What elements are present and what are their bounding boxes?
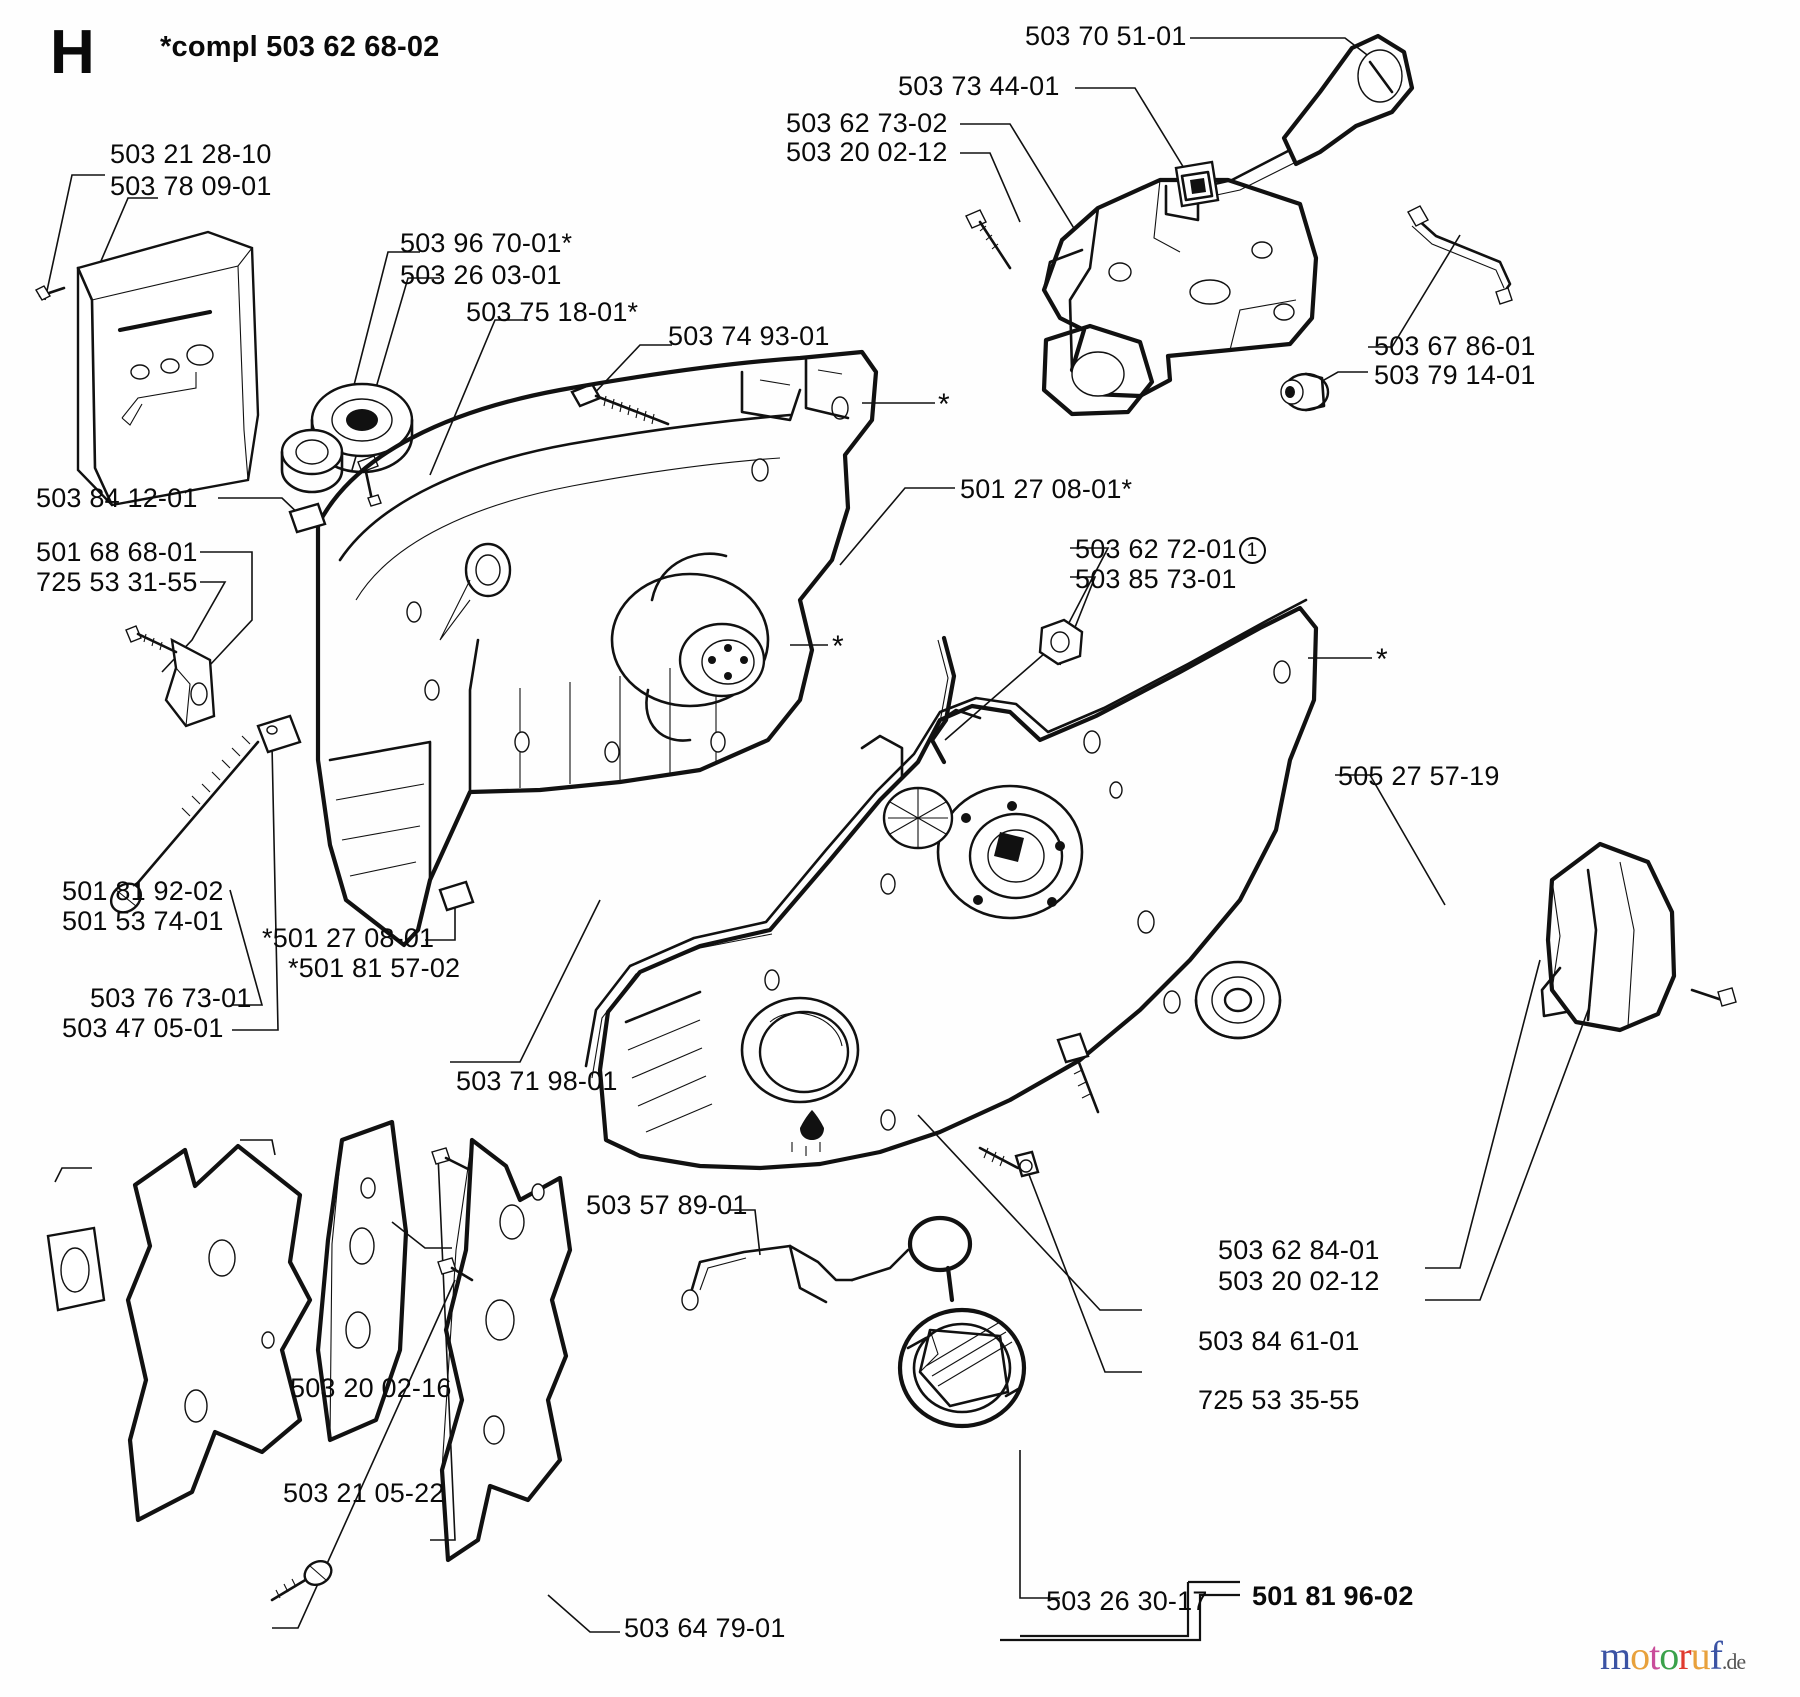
part-spike-503-64-79 bbox=[270, 1137, 573, 1602]
label-503-73-44-01: 503 73 44-01 bbox=[898, 71, 1060, 101]
label-503-62-84-01: 503 62 84-01 bbox=[1218, 1235, 1380, 1265]
label-503-85-73-01: 503 85 73-01 bbox=[1075, 564, 1237, 594]
callout-marker-1: 1 bbox=[1238, 537, 1266, 564]
part-screw-503-84-61 bbox=[1056, 1032, 1100, 1114]
part-bumper-spike-503-47-05 bbox=[46, 1143, 313, 1523]
label-505-27-57-19: 505 27 57-19 bbox=[1338, 761, 1500, 791]
part-chain-brake-cover bbox=[35, 230, 260, 507]
label-503-20-02-16: 503 20 02-16 bbox=[290, 1373, 452, 1403]
header-note: *compl 503 62 68-02 bbox=[160, 31, 440, 63]
part-top-cover-assembly bbox=[965, 177, 1319, 417]
part-brake-handle-503-70-51 bbox=[1174, 33, 1415, 208]
part-throttle-rod-503-57-89 bbox=[681, 1244, 910, 1311]
part-bolt-503-74-93 bbox=[570, 382, 670, 426]
label-503-78-09-01: 503 78 09-01 bbox=[110, 171, 272, 201]
watermark-text: motoruf.de bbox=[1600, 1633, 1746, 1678]
label-501-27-08-01-left: *501 27 08-01 bbox=[262, 923, 435, 953]
label-503-47-05-01: 503 47 05-01 bbox=[62, 1013, 224, 1043]
part-fuel-cap-503-26-30 bbox=[897, 1215, 1027, 1429]
label-503-64-79-01: 503 64 79-01 bbox=[624, 1613, 786, 1643]
label-503-57-89-01: 503 57 89-01 bbox=[586, 1190, 748, 1220]
part-pin-503-84-12 bbox=[288, 502, 327, 534]
part-pin-501-27-08-left bbox=[438, 880, 475, 912]
part-bearing-503-62-84 bbox=[1194, 960, 1282, 1040]
part-nut-503-85-73 bbox=[1038, 618, 1084, 666]
label-503-79-14-01: 503 79 14-01 bbox=[1374, 360, 1536, 390]
label-501-81-57-02: *501 81 57-02 bbox=[288, 953, 461, 983]
label-501-81-92-02: 501 81 92-02 bbox=[62, 876, 224, 906]
part-spring-503-62-72 bbox=[929, 635, 957, 765]
asterisk-marker-mid: * bbox=[832, 630, 844, 663]
part-cover-505-27-57-19 bbox=[1540, 841, 1737, 1033]
label-503-71-98-01: 503 71 98-01 bbox=[456, 1066, 618, 1096]
label-503-26-30-17: 503 26 30-17 bbox=[1046, 1586, 1208, 1616]
label-725-53-35-55: 725 53 35-55 bbox=[1198, 1385, 1360, 1415]
label-503-67-86-01: 503 67 86-01 bbox=[1374, 331, 1536, 361]
part-crankcase-half-left bbox=[315, 349, 879, 948]
label-725-53-31-55: 725 53 31-55 bbox=[36, 567, 198, 597]
label-503-84-61-01: 503 84 61-01 bbox=[1198, 1326, 1360, 1356]
part-rod-503-67-86 bbox=[1407, 205, 1513, 305]
label-503-62-72-01-text: 503 62 72-01 bbox=[1075, 534, 1237, 564]
part-bushing-503-79-14 bbox=[1280, 372, 1330, 412]
label-501-53-74-01: 501 53 74-01 bbox=[62, 906, 224, 936]
section-letter: H bbox=[50, 18, 95, 87]
part-clutch-bearing-group bbox=[280, 382, 414, 507]
label-503-76-73-01: 503 76 73-01 bbox=[90, 983, 252, 1013]
label-503-70-51-01: 503 70 51-01 bbox=[1025, 21, 1187, 51]
label-503-20-02-12-right: 503 20 02-12 bbox=[1218, 1266, 1380, 1296]
label-503-26-03-01: 503 26 03-01 bbox=[400, 260, 562, 290]
watermark-motoruf: motoruf.de bbox=[1600, 1632, 1746, 1679]
label-501-81-96-02: 501 81 96-02 bbox=[1252, 1581, 1414, 1611]
label-501-68-68-01: 501 68 68-01 bbox=[36, 537, 198, 567]
label-503-96-70-01: 503 96 70-01* bbox=[400, 228, 573, 258]
label-503-84-12-01: 503 84 12-01 bbox=[36, 483, 198, 513]
part-crankcase-half-right bbox=[584, 598, 1319, 1171]
part-bracket-501-68-68 bbox=[125, 625, 216, 728]
asterisk-marker-top: * bbox=[938, 388, 950, 421]
part-screw-725-53-35 bbox=[978, 1146, 1040, 1178]
label-503-21-05-22: 503 21 05-22 bbox=[283, 1478, 445, 1508]
label-503-62-73-02: 503 62 73-02 bbox=[786, 108, 948, 138]
label-503-20-02-12-top: 503 20 02-12 bbox=[786, 137, 948, 167]
label-503-74-93-01: 503 74 93-01 bbox=[668, 321, 830, 351]
label-503-21-28-10: 503 21 28-10 bbox=[110, 139, 272, 169]
label-501-27-08-01-right: 501 27 08-01* bbox=[960, 474, 1133, 504]
label-503-75-18-01: 503 75 18-01* bbox=[466, 297, 639, 327]
asterisk-marker-right: * bbox=[1376, 643, 1388, 676]
